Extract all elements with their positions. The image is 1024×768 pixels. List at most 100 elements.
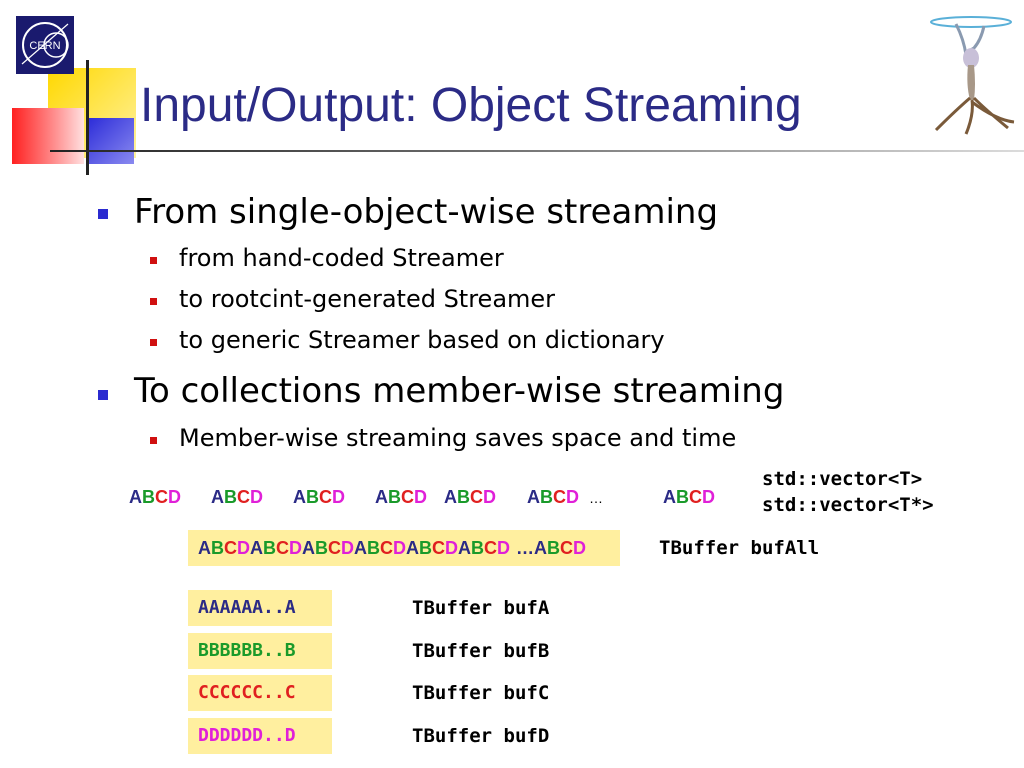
letter-d: D (497, 538, 510, 558)
root-figure-image (926, 10, 1016, 138)
letter-a: A (375, 487, 388, 507)
letter-c: C (224, 538, 237, 558)
bufall-object: ABCD (302, 538, 354, 558)
letter-d: D (341, 538, 354, 558)
letter-a: A (534, 538, 547, 558)
bufc-box (188, 675, 332, 711)
letter-a: A (250, 538, 263, 558)
bufall-ellipsis: … (516, 538, 534, 558)
letter-b: B (676, 487, 689, 507)
letter-b: B (419, 538, 432, 558)
letter-a: A (354, 538, 367, 558)
letter-a: A (458, 538, 471, 558)
letter-b: B (547, 538, 560, 558)
bufb-label: TBuffer bufB (412, 640, 550, 662)
bufall-object: ABCD (354, 538, 406, 558)
letter-c: C (155, 487, 168, 507)
letter-d: D (250, 487, 263, 507)
letter-a: A (444, 487, 457, 507)
abcd-object: ABCD (211, 487, 263, 507)
bufall-box (188, 530, 620, 566)
bufall-object: ABCD (534, 538, 586, 558)
vector-type-label: std::vector<T> (762, 468, 923, 490)
bufall-object: ABCD (458, 538, 510, 558)
letter-b: B (471, 538, 484, 558)
letter-b: B (315, 538, 328, 558)
bufc-content: CCCCCC..C (198, 682, 296, 703)
object-group: ABCD (375, 488, 427, 506)
letter-a: A (663, 487, 676, 507)
sub-bullet-1-1-text: from hand-coded Streamer (179, 244, 504, 272)
sub-bullet-marker (150, 257, 157, 264)
sub-bullet-marker (150, 437, 157, 444)
letter-d: D (168, 487, 181, 507)
bufa-label: TBuffer bufA (412, 597, 550, 619)
vector-pointer-type-label: std::vector<T*> (762, 494, 934, 516)
letter-c: C (401, 487, 414, 507)
letter-d: D (332, 487, 345, 507)
cern-logo-text: CERN (29, 40, 60, 52)
decor-vertical-line (86, 60, 89, 175)
object-group: ABCD … (527, 488, 603, 506)
letter-c: C (328, 538, 341, 558)
letter-c: C (432, 538, 445, 558)
object-group: ABCD (293, 488, 345, 506)
letter-c: C (276, 538, 289, 558)
decor-blue-square (86, 118, 134, 164)
letter-d: D (573, 538, 586, 558)
object-group: ABCD (129, 488, 181, 506)
decor-red-square (12, 108, 84, 164)
row-ellipsis: … (589, 490, 603, 506)
object-group: ABCD (444, 488, 496, 506)
letter-b: B (388, 487, 401, 507)
letter-d: D (414, 487, 427, 507)
abcd-object: ABCD (375, 487, 427, 507)
bullet-marker (98, 209, 108, 219)
letter-d: D (445, 538, 458, 558)
cern-logo: CERN (16, 16, 74, 74)
letter-a: A (302, 538, 315, 558)
letter-c: C (560, 538, 573, 558)
bufc-label: TBuffer bufC (412, 682, 550, 704)
bufall-object: ABCD (198, 538, 250, 558)
letter-d: D (483, 487, 496, 507)
bufall-object: ABCD (250, 538, 302, 558)
letter-a: A (198, 538, 211, 558)
letter-d: D (393, 538, 406, 558)
letter-a: A (211, 487, 224, 507)
abcd-object: ABCD (444, 487, 496, 507)
letter-c: C (484, 538, 497, 558)
letter-b: B (306, 487, 319, 507)
bufall-label: TBuffer bufAll (659, 537, 820, 559)
letter-b: B (263, 538, 276, 558)
title-underline (50, 150, 1024, 152)
sub-bullet-2-1-text: Member-wise streaming saves space and ti… (179, 424, 737, 452)
letter-a: A (293, 487, 306, 507)
letter-a: A (406, 538, 419, 558)
letter-d: D (289, 538, 302, 558)
letter-d: D (237, 538, 250, 558)
bufd-box (188, 718, 332, 754)
letter-c: C (553, 487, 566, 507)
letter-b: B (367, 538, 380, 558)
abcd-object: ABCD (129, 487, 181, 507)
letter-d: D (702, 487, 715, 507)
letter-c: C (380, 538, 393, 558)
letter-a: A (129, 487, 142, 507)
letter-c: C (237, 487, 250, 507)
sub-bullet-marker (150, 298, 157, 305)
letter-c: C (470, 487, 483, 507)
letter-c: C (319, 487, 332, 507)
bufb-content: BBBBBB..B (198, 640, 296, 661)
letter-b: B (224, 487, 237, 507)
sub-bullet-marker (150, 339, 157, 346)
bufd-content: DDDDDD..D (198, 725, 296, 746)
letter-b: B (211, 538, 224, 558)
abcd-object: ABCD (663, 487, 715, 507)
bullet-2-text: To collections member-wise streaming (134, 371, 785, 411)
letter-d: D (566, 487, 579, 507)
abcd-object: ABCD (293, 487, 345, 507)
bullet-marker (98, 390, 108, 400)
abcd-object: ABCD (527, 487, 579, 507)
letter-c: C (689, 487, 702, 507)
